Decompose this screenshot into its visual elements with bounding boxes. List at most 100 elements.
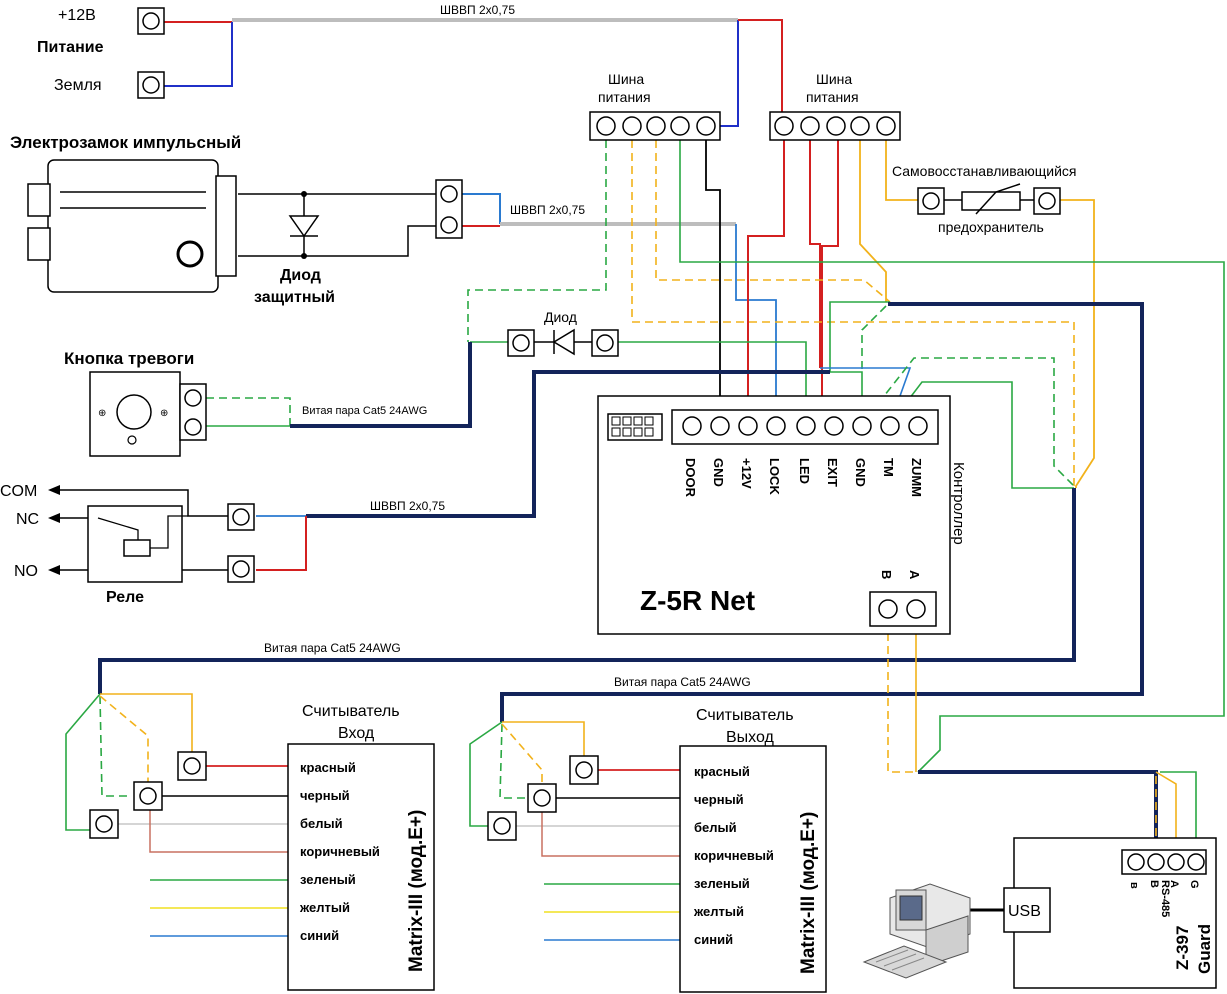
guard-name-2: Guard xyxy=(1195,924,1214,974)
rin-wire-yellow: желтый xyxy=(299,900,350,915)
rout-wire-green: зеленый xyxy=(694,876,750,891)
wire-guard-g xyxy=(1160,771,1197,856)
rin-wire-white: белый xyxy=(300,816,343,831)
wire-orange-dash1 xyxy=(631,140,1075,488)
wire-orange-fuse-a xyxy=(885,140,918,201)
ctrl-terminal-exit: EXIT xyxy=(825,458,840,487)
wire-rout-green xyxy=(469,721,503,827)
relay: COM NC NO Реле ШВВП 2х0,75 xyxy=(0,483,445,606)
ctrl-terminal-gnd: GND xyxy=(711,458,726,487)
wire-green-dash-tm xyxy=(861,305,887,372)
ctrl-rs485-a: A xyxy=(907,570,922,580)
wire-relay-com xyxy=(60,489,228,517)
wire-rs485-b xyxy=(887,620,918,773)
ctrl-terminal-12v: +12V xyxy=(739,458,754,489)
rin-wire-brown: коричневый xyxy=(300,844,380,859)
wire-alarm-dash xyxy=(206,397,291,426)
guard-usb: USB xyxy=(1008,903,1041,920)
cable-alarm-navy xyxy=(290,342,472,428)
rout-wire-black: черный xyxy=(694,792,744,807)
wire-relay-red xyxy=(256,516,307,571)
wire-lock-black xyxy=(705,136,721,424)
lock-title: Электрозамок импульсный xyxy=(10,133,241,152)
wire-rin-green xyxy=(65,693,101,831)
relay-com: COM xyxy=(0,483,37,500)
label-ground: Земля xyxy=(54,77,102,94)
ctrl-rs485-b: B xyxy=(879,570,894,579)
reader-in: Считыватель Вход красный черный белый ко… xyxy=(89,703,435,991)
wire-green-bus1 xyxy=(679,140,1225,773)
cable-right-navy xyxy=(500,302,1144,722)
fuse: Самовосстанавливающийся предохранитель xyxy=(892,163,1077,235)
reader-in-model: Matrix-III (мод.E+) xyxy=(406,810,427,972)
guard-pin-a: A xyxy=(1168,880,1180,888)
power-supply: +12В Питание Земля ШВВП 2х0,75 xyxy=(37,3,515,99)
wire-guard-a xyxy=(1155,771,1177,856)
reader-in-line2: Вход xyxy=(338,725,375,742)
computer-icon xyxy=(862,883,971,979)
wire-rin-orange xyxy=(100,693,193,752)
reader-out-model: Matrix-III (мод.E+) xyxy=(798,812,819,974)
ctrl-terminal-gnd2: GND xyxy=(853,458,868,487)
label-plus12: +12В xyxy=(58,7,96,24)
wire-orange-bus2 xyxy=(859,140,887,302)
lock-cable-label: ШВВП 2х0,75 xyxy=(510,203,585,217)
fuse-title: Самовосстанавливающийся xyxy=(892,163,1077,179)
controller: DOOR GND +12V LOCK LED EXIT GND TM ZUMM … xyxy=(597,395,967,635)
guard-rs485: RS-485 xyxy=(1159,880,1171,917)
cat5-label-2: Витая пара Cat5 24AWG xyxy=(614,675,751,689)
alarm-button: Кнопка тревоги ⊕ ⊕ Витая пара Cat5 24AWG xyxy=(64,349,427,457)
guard-pin-left: в xyxy=(1128,882,1140,889)
electric-lock: Электрозамок импульсный Диод защитный ШВ… xyxy=(10,133,585,306)
cable-relay-navy xyxy=(306,370,830,518)
ctrl-terminal-lock: LOCK xyxy=(767,458,782,495)
diode: Диод xyxy=(507,309,619,357)
wire-rin-green-d xyxy=(99,695,132,797)
reader-in-line1: Считыватель xyxy=(302,703,400,720)
label-power: Питание xyxy=(37,39,104,56)
z397-guard: в B A G RS-485 Z-397 Guard USB xyxy=(1003,837,1217,989)
lock-diode-2: защитный xyxy=(254,289,335,306)
wire-rout-green-d xyxy=(499,723,528,799)
reader-out: Считыватель Выход красный черный белый к… xyxy=(487,707,827,993)
wire-green-dash-zumm xyxy=(861,357,1075,487)
controller-name: Z-5R Net xyxy=(640,585,755,616)
rout-wire-blue: синий xyxy=(694,932,733,947)
rout-wire-red: красный xyxy=(694,764,750,779)
rin-wire-blue: синий xyxy=(300,928,339,943)
ctrl-terminal-tm: TM xyxy=(881,458,896,477)
svg-text:⊕: ⊕ xyxy=(98,408,106,419)
lock-diode-1: Диод xyxy=(280,267,321,284)
wire-lock-blue xyxy=(462,193,501,224)
rin-wire-black: черный xyxy=(300,788,350,803)
relay-cable: ШВВП 2х0,75 xyxy=(370,499,445,513)
wire-orange-dash2 xyxy=(655,140,891,303)
bus2-label-1: Шина xyxy=(816,71,852,87)
reader-out-line2: Выход xyxy=(726,729,775,746)
relay-title: Реле xyxy=(106,589,144,606)
guard-name-1: Z-397 xyxy=(1173,926,1192,970)
wire-lock-blue-ctrl xyxy=(735,224,777,424)
cat5-label-1: Витая пара Cat5 24AWG xyxy=(264,641,401,655)
rin-wire-green: зеленый xyxy=(300,872,356,887)
wire-rout-orange-d xyxy=(501,723,543,786)
alarm-cable: Витая пара Cat5 24AWG xyxy=(302,405,427,417)
controller-label: Контроллер xyxy=(950,462,967,545)
rin-wire-red: красный xyxy=(300,760,356,775)
fuse-label: предохранитель xyxy=(938,219,1044,235)
power-bus-2: Шина питания xyxy=(769,71,901,141)
wire-orange-fuse-b xyxy=(1060,199,1095,488)
reader-out-line1: Считыватель xyxy=(696,707,794,724)
diode-label: Диод xyxy=(544,309,577,325)
alarm-title: Кнопка тревоги xyxy=(64,349,194,368)
wires xyxy=(60,18,1225,941)
cable-left-navy xyxy=(98,488,1076,694)
guard-pin-b: B xyxy=(1148,880,1160,888)
ctrl-terminal-zumm: ZUMM xyxy=(909,458,924,497)
wire-top-blue xyxy=(718,20,739,127)
rout-wire-brown: коричневый xyxy=(694,848,774,863)
guard-pin-g: G xyxy=(1188,880,1200,889)
wire-green-dash-bus1 xyxy=(467,140,607,342)
wire-rin-orange-d xyxy=(99,695,149,782)
